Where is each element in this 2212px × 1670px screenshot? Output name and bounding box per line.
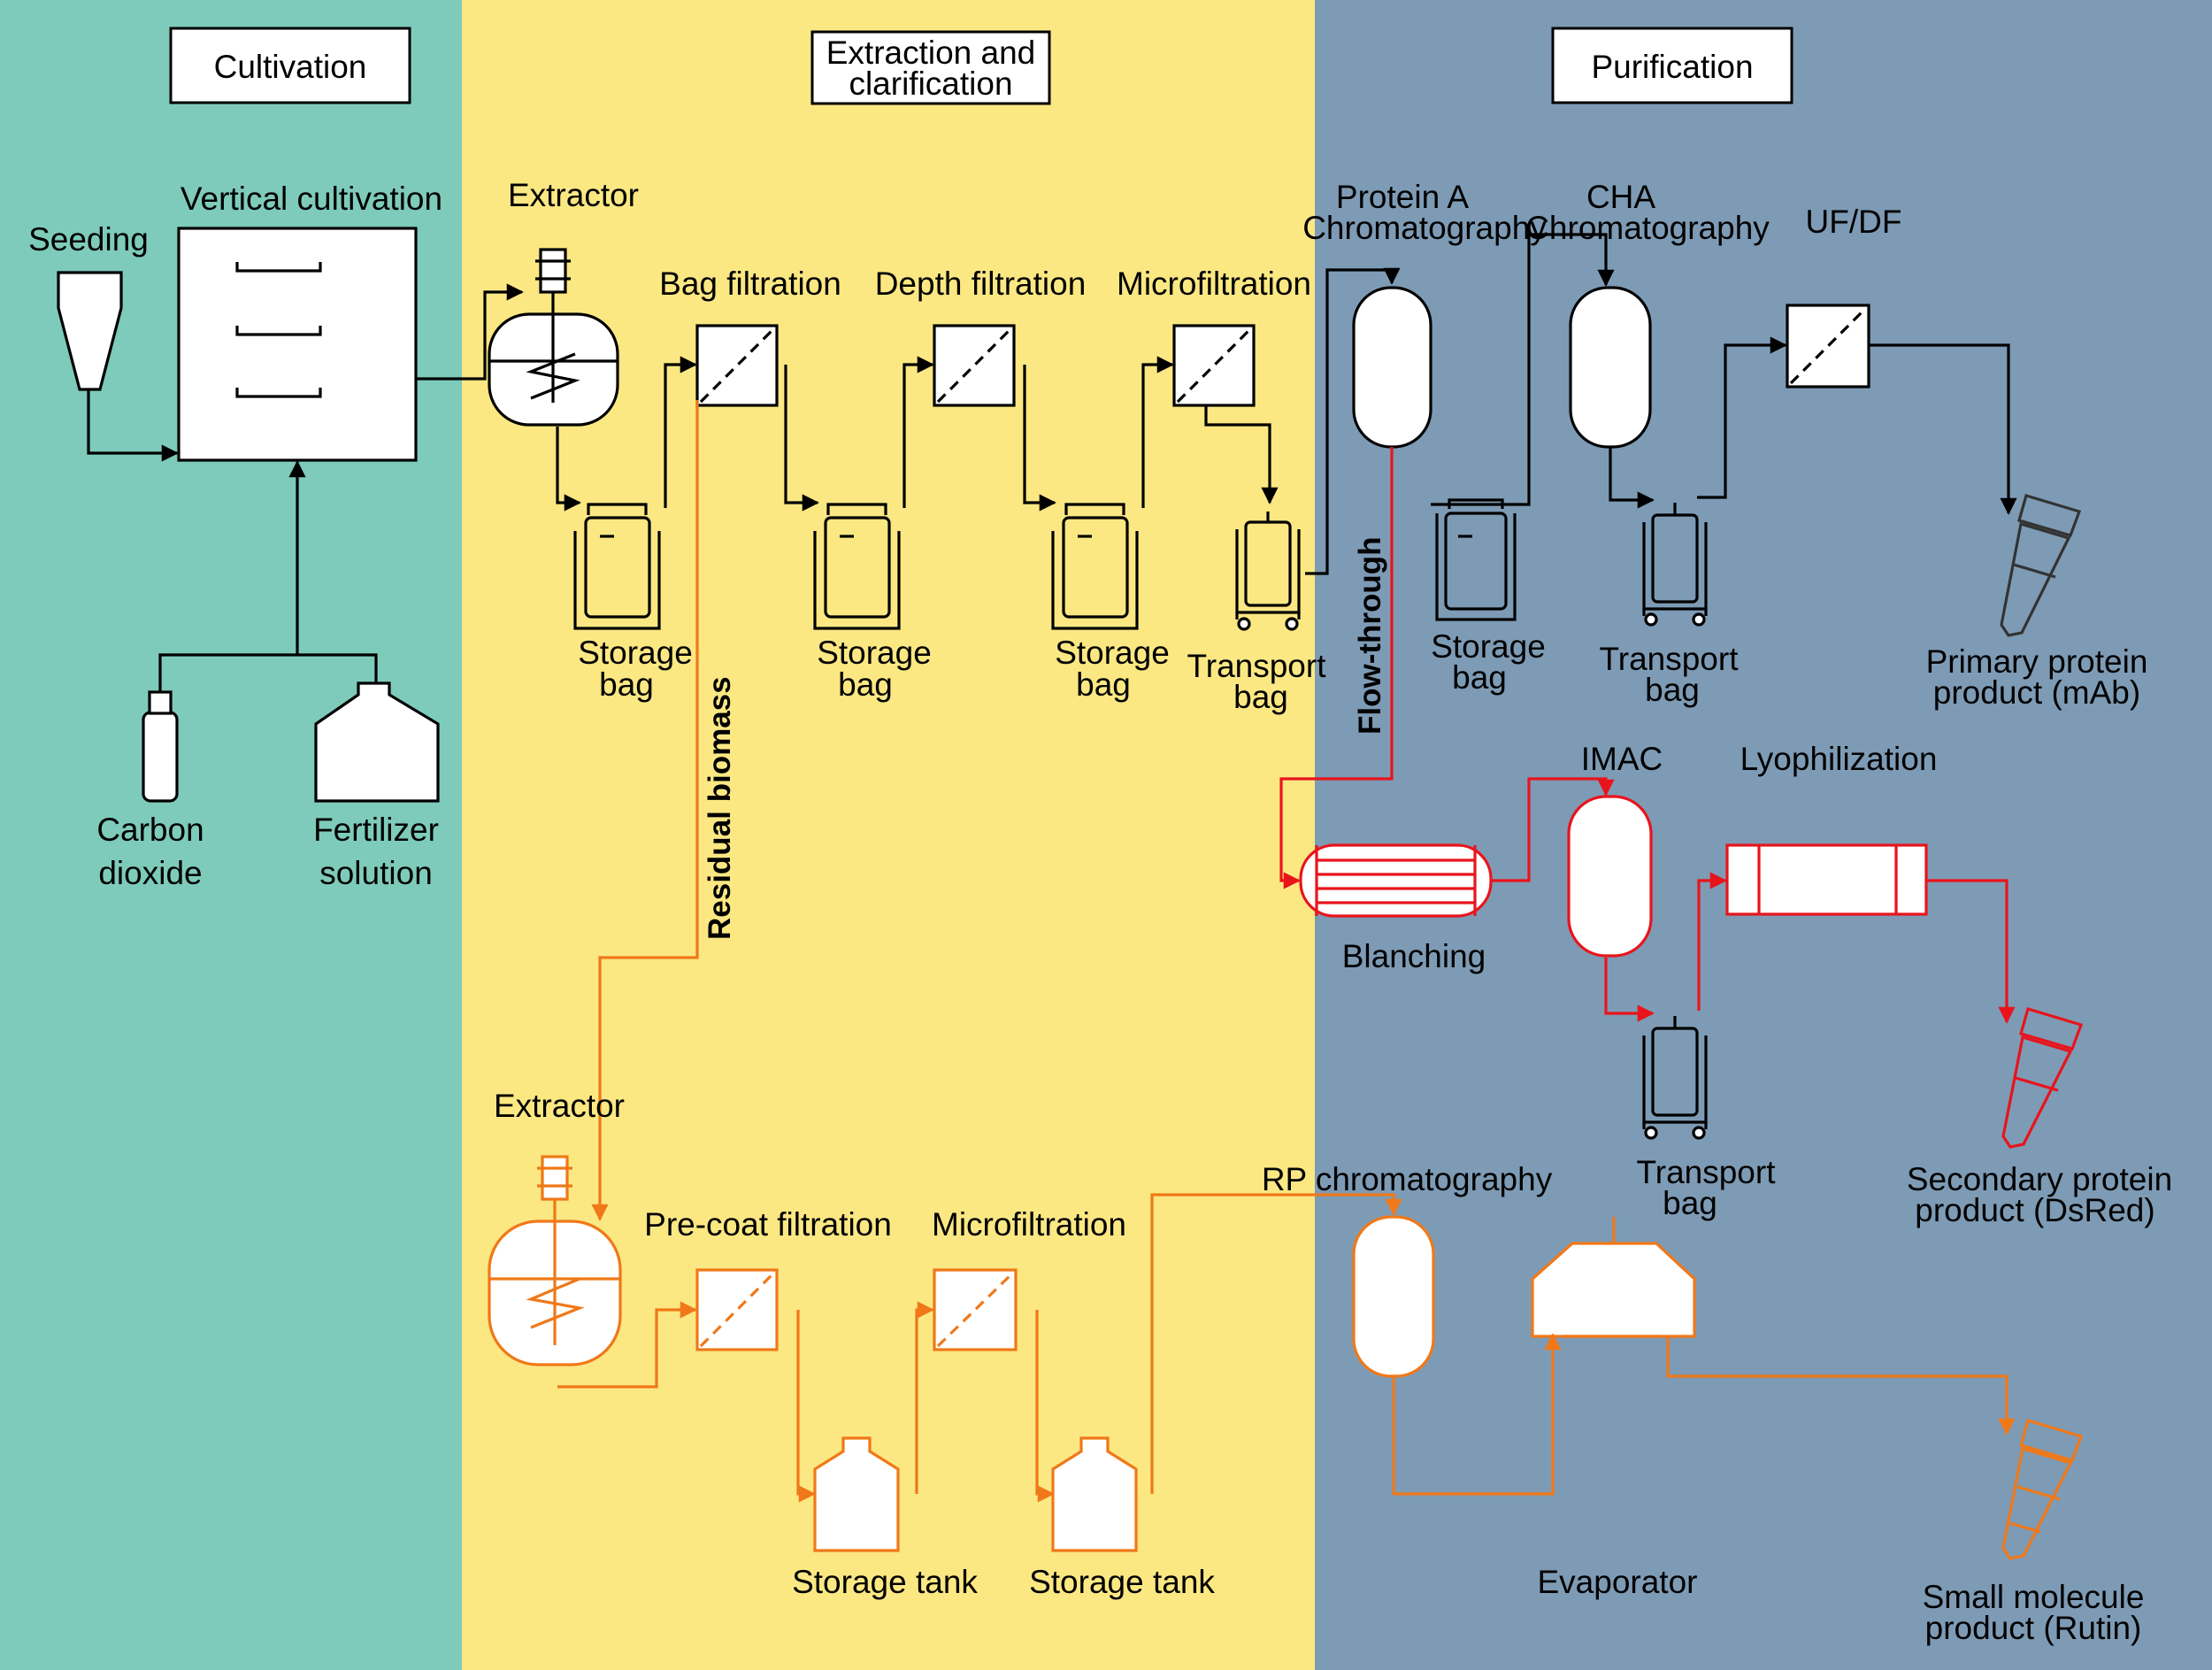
carbon-label-line1: Carbon <box>96 812 204 848</box>
storage-tank-1-label: Storage tank <box>792 1564 978 1600</box>
evaporator-label: Evaporator <box>1538 1564 1698 1600</box>
precoat-filter-icon <box>695 1268 779 1351</box>
residual-biomass-label: Residual biomass <box>703 676 737 940</box>
carbon-label-line2: dioxide <box>98 855 202 891</box>
transport-bag-1-icon <box>1235 512 1301 631</box>
cha-label-line2: Chromatography <box>1525 210 1770 246</box>
transport-bag-2-label-line1: Transport <box>1600 641 1740 677</box>
fertilizer-label-line1: Fertilizer <box>313 812 439 848</box>
storage-bag-4-label-line1: Storage <box>1431 628 1546 665</box>
depth-filtration-label: Depth filtration <box>875 266 1087 302</box>
storage-bag-3-label-line1: Storage <box>1055 635 1170 671</box>
storage-tank-1-icon <box>813 1436 900 1552</box>
seeding-label: Seeding <box>28 221 149 258</box>
cha-column-icon <box>1569 286 1652 449</box>
primary-product-label-line2: product (mAb) <box>1933 674 2140 711</box>
transport-bag-3-label-line1: Transport <box>1637 1154 1777 1190</box>
storage-bag-2-icon <box>813 503 901 630</box>
vertical-cultivation-unit-icon <box>177 227 418 462</box>
extraction-header: Extraction and clarification <box>810 30 1051 105</box>
transport-bag-3-label-line2: bag <box>1663 1185 1717 1221</box>
storage-bag-1-label-line2: bag <box>599 666 654 703</box>
seeding-funnel-icon <box>57 271 123 391</box>
extractor-bottom-label: Extractor <box>494 1088 625 1124</box>
bag-filter-icon <box>695 324 779 407</box>
storage-tank-2-label: Storage tank <box>1029 1564 1215 1600</box>
storage-bag-3-label-line2: bag <box>1076 666 1131 703</box>
microfiltration-top-label: Microfiltration <box>1117 266 1311 302</box>
ufdf-label: UF/DF <box>1806 204 1902 240</box>
secondary-product-tube-icon <box>2001 1007 2084 1149</box>
microfilter-bottom-icon <box>933 1268 1018 1351</box>
extraction-section-bg <box>462 0 1315 1670</box>
fertilizer-tank-icon <box>314 681 440 803</box>
protein-a-column-icon <box>1352 286 1432 449</box>
evaporator-icon <box>1531 1217 1696 1338</box>
extractor-bottom-reactor-icon <box>488 1155 622 1366</box>
storage-bag-4-label-line2: bag <box>1452 659 1507 696</box>
cha-label-line1: CHA <box>1586 179 1655 215</box>
primary-product-tube-icon <box>2000 494 2082 637</box>
transport-bag-2-label-line2: bag <box>1645 672 1700 708</box>
transport-bag-2-icon <box>1642 503 1708 627</box>
depth-filter-icon <box>933 324 1016 407</box>
imac-column-icon <box>1567 795 1653 958</box>
small-molecule-label-line1: Small molecule <box>1923 1579 2145 1615</box>
cultivation-header: Cultivation <box>169 27 411 104</box>
extraction-header-line2: clarification <box>849 65 1012 102</box>
storage-bag-1-icon <box>573 503 661 630</box>
transport-bag-1-label-line1: Transport <box>1187 648 1327 684</box>
purification-section-bg <box>1315 0 2212 1670</box>
protein-a-label-line1: Protein A <box>1336 179 1469 215</box>
blanching-label: Blanching <box>1342 938 1486 974</box>
storage-tank-2-icon <box>1051 1436 1138 1552</box>
lyophilization-label: Lyophilization <box>1740 741 1938 777</box>
primary-product-label-line1: Primary protein <box>1926 643 2148 680</box>
purification-header: Purification <box>1551 27 1793 104</box>
lyophilizer-icon <box>1725 843 1928 916</box>
vertical-cultivation-label: Vertical cultivation <box>180 181 442 217</box>
carbon-dioxide-cylinder-icon <box>142 690 179 803</box>
extractor-reactor-icon <box>488 248 619 427</box>
storage-bag-2-label-line1: Storage <box>817 635 932 671</box>
small-molecule-tube-icon <box>2001 1419 2084 1560</box>
small-molecule-label-line2: product (Rutin) <box>1925 1610 2142 1646</box>
extraction-header-line1: Extraction and <box>826 35 1036 71</box>
transport-bag-3-icon <box>1642 1016 1708 1140</box>
secondary-product-label-line2: product (DsRed) <box>1915 1192 2154 1228</box>
microfiltration-bottom-label: Microfiltration <box>932 1206 1126 1243</box>
microfilter-top-icon <box>1172 324 1256 407</box>
extractor-top-label: Extractor <box>508 177 639 213</box>
imac-label: IMAC <box>1581 741 1663 777</box>
precoat-filtration-label: Pre-coat filtration <box>644 1206 892 1243</box>
flow-through-label: Flow-through <box>1353 536 1387 735</box>
purification-header-text: Purification <box>1591 49 1753 85</box>
storage-bag-2-label-line2: bag <box>838 666 893 703</box>
cultivation-header-text: Cultivation <box>214 49 367 85</box>
blanching-unit-icon <box>1299 843 1493 918</box>
storage-bag-1-label-line1: Storage <box>578 635 693 671</box>
storage-bag-3-icon <box>1051 503 1139 630</box>
fertilizer-label-line2: solution <box>319 855 433 891</box>
rp-chromatography-label: RP chromatography <box>1262 1161 1553 1197</box>
rp-column-icon <box>1352 1215 1435 1378</box>
secondary-product-label-line1: Secondary protein <box>1907 1161 2172 1197</box>
protein-a-label-line2: Chromatography <box>1302 210 1547 246</box>
ufdf-filter-icon <box>1786 304 1870 389</box>
bag-filtration-label: Bag filtration <box>659 266 841 302</box>
transport-bag-1-label-line2: bag <box>1233 679 1288 715</box>
